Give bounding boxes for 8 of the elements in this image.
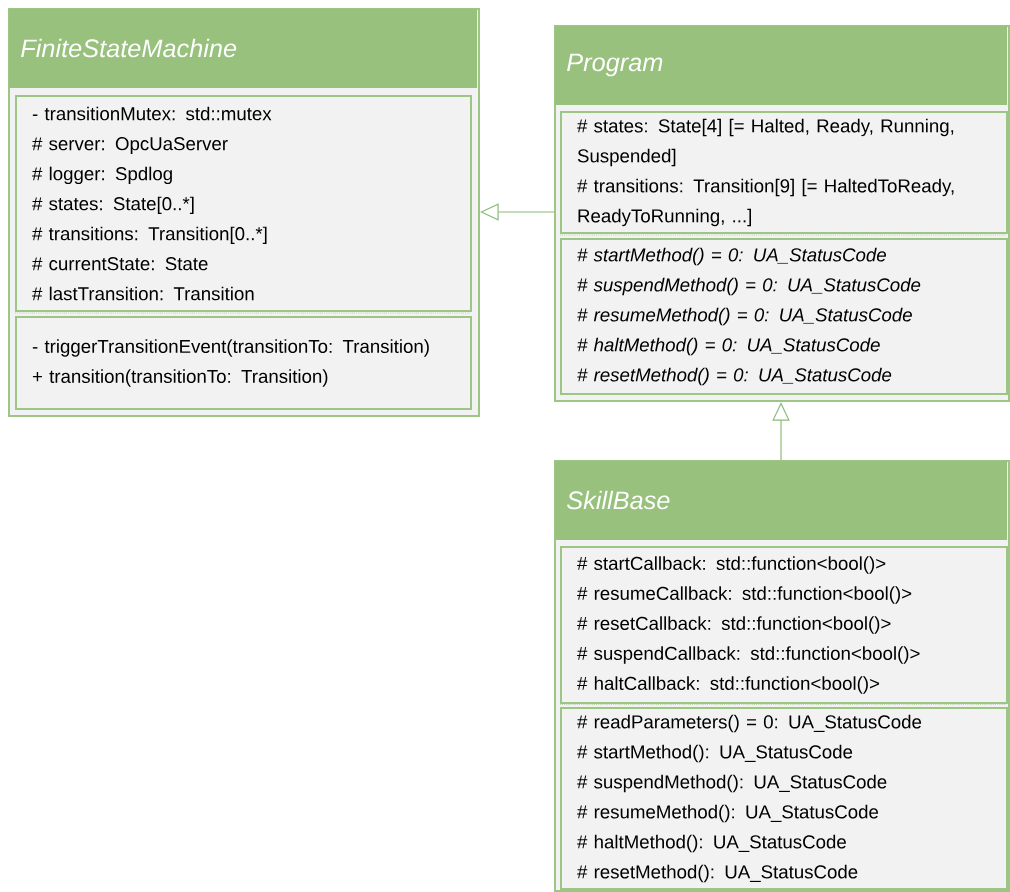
compartment-box: # startCallback: std::function<bool()> # resumeCallback: std::function<bool()> # resetCallback: std::function<bool()> # suspendCallback: std::function<bool()> # haltCallback: std::function<bool()>	[560, 546, 1008, 704]
compartment-box: - triggerTransitionEvent(transitionTo: Transition) + transition(transitionTo: Transition)	[15, 316, 472, 410]
compartment-box: - transitionMutex: std::mutex # server: OpcUaServer # logger: Spdlog # states: State[0..*] # transitions: Transition[0..*] # currentState: State # lastTransition: Transition	[15, 95, 472, 312]
compartment-box: # startMethod() = 0: UA_StatusCode # suspendMethod() = 0: UA_StatusCode # resumeMethod() = 0: UA_StatusCode # haltMethod() = 0: UA_StatusCode # resetMethod() = 0: UA_StatusCode	[560, 238, 1008, 395]
compartment-box: # readParameters() = 0: UA_StatusCode # startMethod(): UA_StatusCode # suspendMethod(): UA_StatusCode # resumeMethod(): UA_StatusCode # haltMethod(): UA_StatusCode # resetMethod(): UA_StatusCode	[560, 707, 1008, 890]
inheritance-arrow	[480, 203, 555, 221]
compartment-box: # states: State[4] [= Halted, Ready, Running, Suspended] # transitions: Transition[9] [= HaltedToReady, ReadyToRunning, ...]	[560, 111, 1008, 234]
inheritance-arrow	[772, 402, 790, 461]
